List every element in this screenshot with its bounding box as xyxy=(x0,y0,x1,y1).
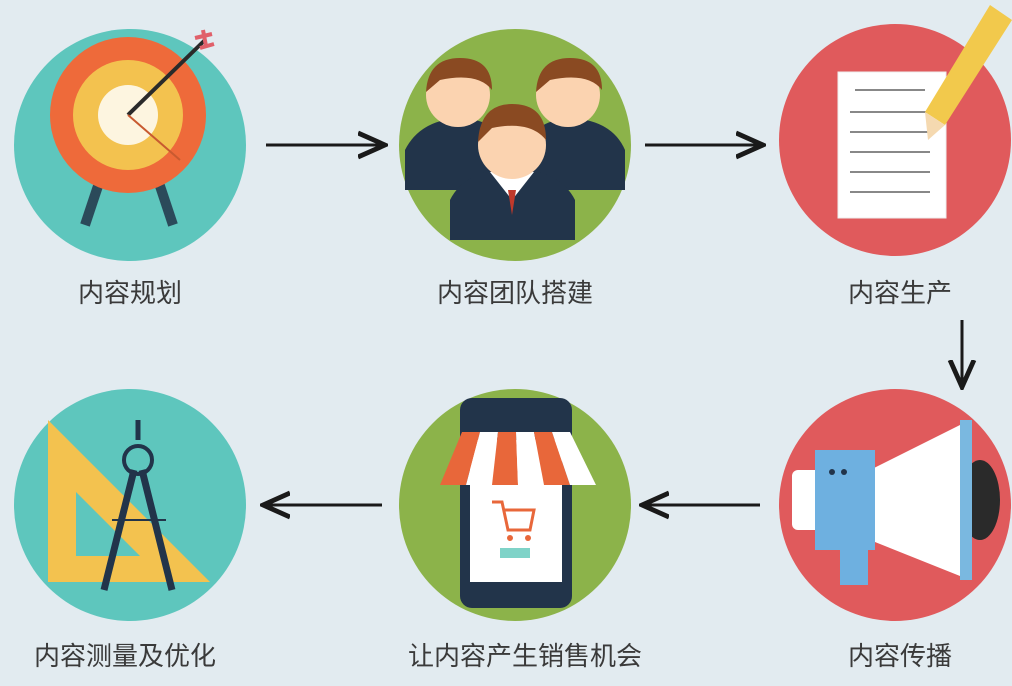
step-label: 内容测量及优化 xyxy=(34,642,216,672)
document-pencil-icon xyxy=(837,5,1012,219)
megaphone-icon xyxy=(792,420,1000,585)
step-label: 内容传播 xyxy=(848,642,952,672)
step-label: 内容规划 xyxy=(78,279,182,309)
compass-ruler-icon xyxy=(48,420,210,591)
step-label: 让内容产生销售机会 xyxy=(408,642,642,672)
step-measure-optimize: 内容测量及优化 xyxy=(14,389,246,672)
step-label: 内容生产 xyxy=(848,279,952,309)
step-content-planning: 内容规划 xyxy=(14,29,246,309)
step-content-team-building: 内容团队搭建 xyxy=(399,29,631,309)
mobile-shop-icon xyxy=(440,398,596,608)
step-content-production: 内容生产 xyxy=(779,5,1012,309)
step-sales-opportunity: 让内容产生销售机会 xyxy=(399,389,642,672)
target-icon xyxy=(50,29,215,227)
step-label: 内容团队搭建 xyxy=(437,279,593,309)
step-content-distribution: 内容传播 xyxy=(779,389,1011,672)
team-icon xyxy=(405,58,625,240)
